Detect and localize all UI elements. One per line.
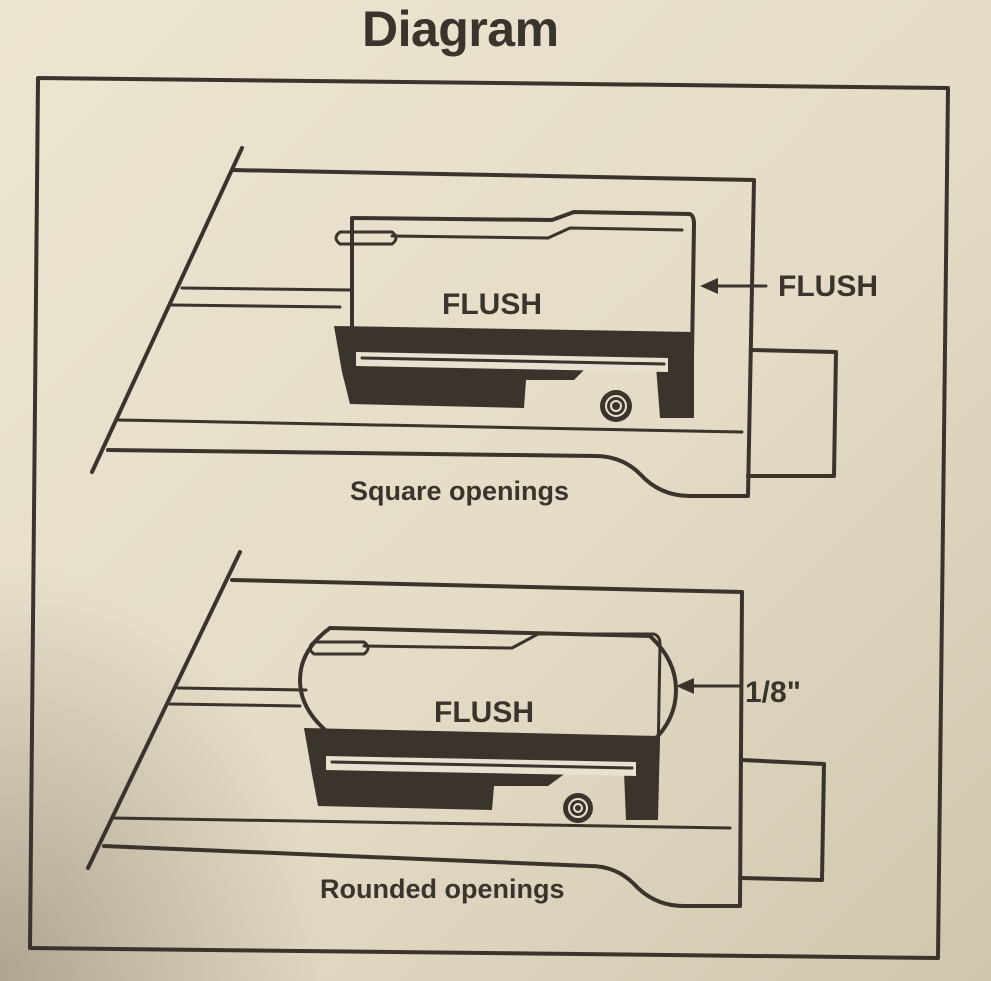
shelf-line: [116, 418, 744, 434]
hinge-pin: [308, 640, 370, 656]
bracket-base: [334, 326, 694, 418]
shelf-line: [110, 816, 732, 830]
bracket-rail: [360, 356, 666, 366]
side-block: [746, 348, 838, 478]
callout-label: FLUSH: [778, 270, 878, 303]
panel-square-openings: FLUSH FLUSH Square openings: [90, 146, 878, 506]
callout-arrow-icon: [676, 678, 694, 694]
panel-rounded-openings: FLUSH 1/8" Rounded openings: [86, 550, 826, 908]
hinge-pin: [334, 230, 398, 246]
panel-caption: Rounded openings: [320, 874, 564, 904]
hinge-arm: [362, 632, 662, 762]
flush-label: FLUSH: [442, 288, 542, 321]
screw-icon: [563, 793, 593, 823]
bracket-base: [304, 728, 660, 820]
side-block: [738, 758, 826, 882]
shelf-line: [168, 702, 302, 708]
shelf-line: [176, 686, 308, 692]
diagram-border: [28, 76, 950, 960]
shadow: [0, 560, 330, 981]
page-title: Diagram: [362, 1, 559, 57]
screw-ring: [573, 803, 583, 813]
hinge-outline: [350, 210, 696, 358]
screw-ring: [610, 400, 622, 412]
panel-caption: Square openings: [350, 476, 569, 506]
callout-label: 1/8": [745, 676, 801, 709]
screw-icon: [600, 390, 632, 422]
cabinet-outline: [102, 578, 744, 908]
screw-ring: [605, 395, 627, 417]
hinge-arm: [390, 226, 684, 240]
cabinet-outline: [106, 168, 756, 498]
bracket-rail: [330, 760, 634, 770]
cabinet-edge: [86, 550, 242, 870]
flush-label: FLUSH: [434, 696, 534, 729]
callout-arrow-icon: [700, 278, 718, 294]
cabinet-edge: [90, 146, 244, 474]
screw-ring: [568, 798, 588, 818]
shelf-line: [170, 303, 342, 309]
shelf-line: [180, 286, 352, 292]
